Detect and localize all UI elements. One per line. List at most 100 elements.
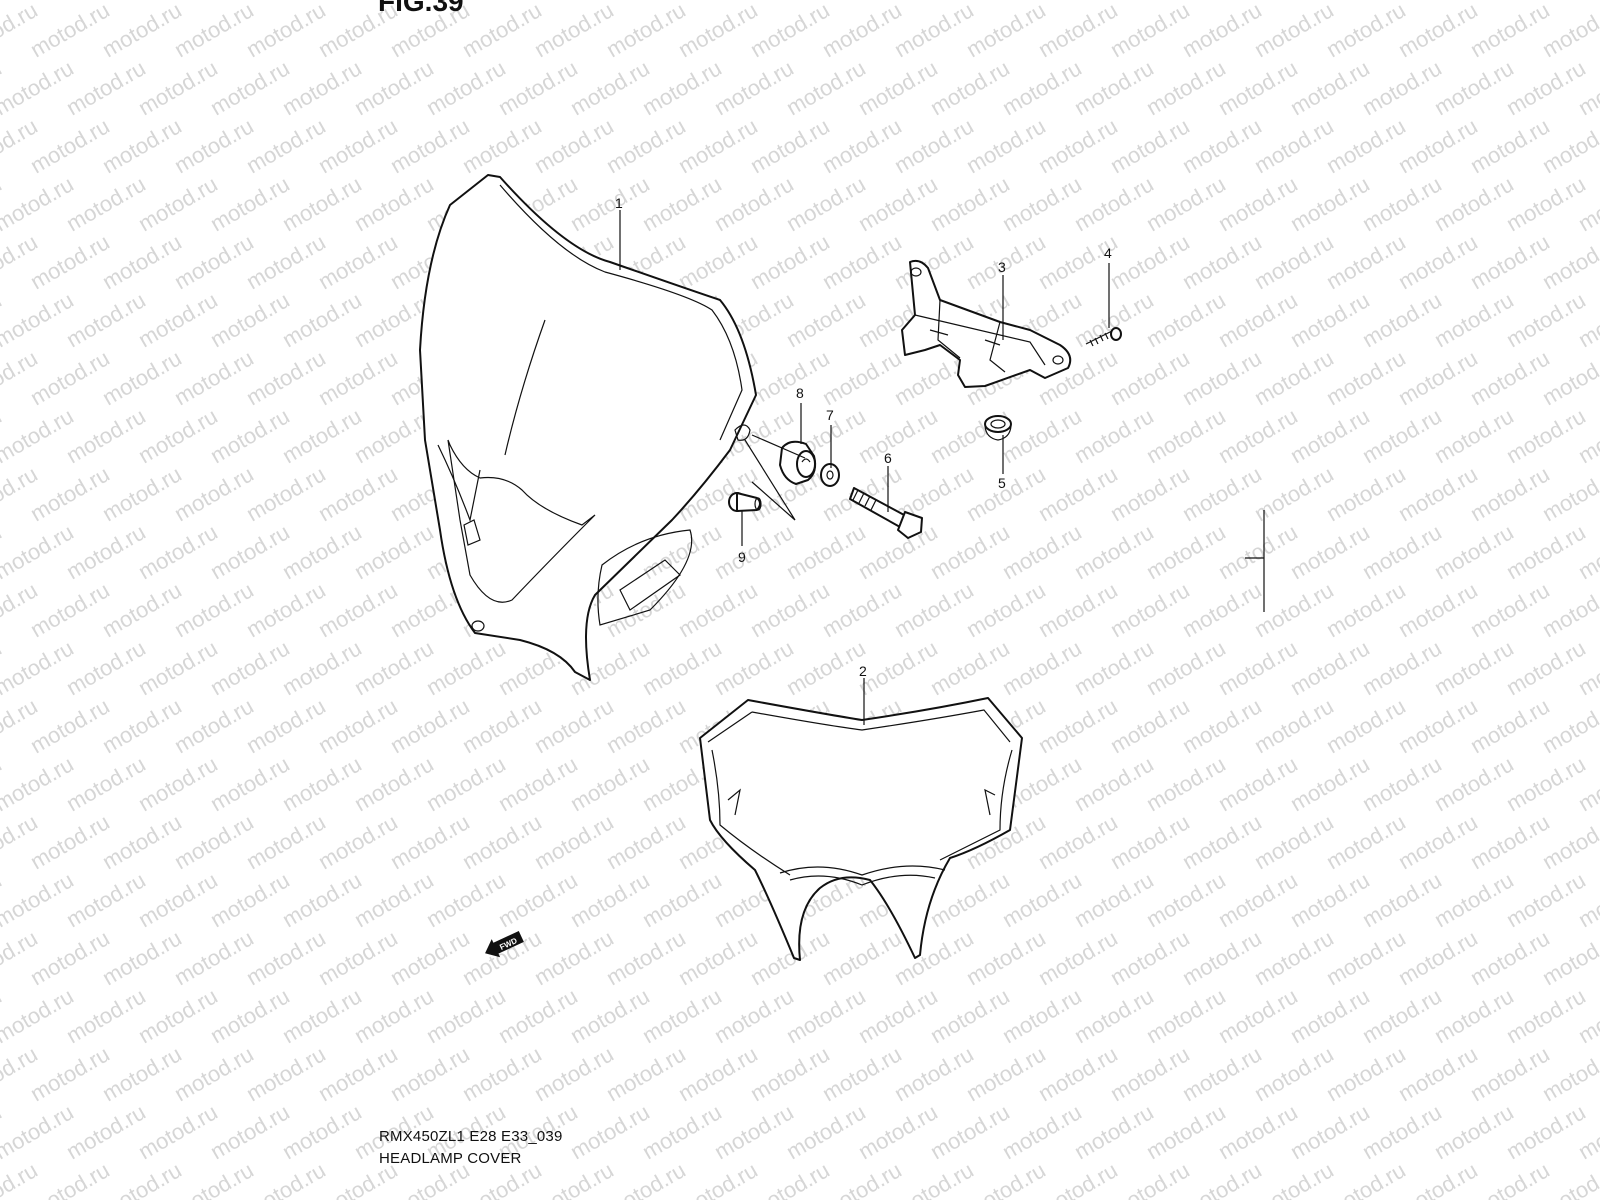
watermark-text: motod.ru — [710, 55, 798, 120]
watermark-text: motod.ru — [242, 925, 330, 990]
watermark-text: motod.ru — [1430, 635, 1518, 700]
watermark-text: motod.ru — [1250, 1041, 1338, 1106]
watermark-text: motod.ru — [1250, 693, 1338, 758]
watermark-text: motod.ru — [134, 635, 222, 700]
watermark-text: motod.ru — [1034, 0, 1122, 62]
watermark-text: motod.ru — [1286, 55, 1374, 120]
watermark-text: motod.ru — [710, 983, 798, 1048]
watermark-text: motod.ru — [278, 403, 366, 468]
watermark-text: motod.ru — [98, 925, 186, 990]
watermark-text: motod.ru — [1106, 577, 1194, 642]
watermark-text: motod.ru — [1142, 403, 1230, 468]
watermark-text: motod.ru — [1070, 171, 1158, 236]
watermark-text: motod.ru — [710, 171, 798, 236]
watermark-text: motod.ru — [1214, 403, 1302, 468]
watermark-text: motod.ru — [1142, 287, 1230, 352]
watermark-text: motod.ru — [242, 113, 330, 178]
watermark-text: motod.ru — [278, 519, 366, 584]
watermark-text: motod.ru — [1466, 345, 1554, 410]
watermark-text: motod.ru — [350, 983, 438, 1048]
watermark-text: motod.ru — [1430, 751, 1518, 816]
watermark-text: motod.ru — [206, 1099, 294, 1164]
watermark-text: motod.ru — [1178, 925, 1266, 990]
watermark-text: motod.ru — [314, 345, 402, 410]
watermark-text: motod.ru — [926, 1099, 1014, 1164]
watermark-text: motod.ru — [1286, 0, 1374, 4]
watermark-text: motod.ru — [62, 0, 150, 4]
watermark-text: motod.ru — [998, 635, 1086, 700]
watermark-text: motod.ru — [638, 983, 726, 1048]
watermark-text: motod.ru — [1358, 635, 1446, 700]
callout-2: 2 — [859, 663, 867, 679]
watermark-text: motod.ru — [1106, 809, 1194, 874]
watermark-text: motod.ru — [890, 577, 978, 642]
watermark-text: motod.ru — [1394, 693, 1482, 758]
watermark-text: motod.ru — [782, 287, 870, 352]
watermark-text: motod.ru — [1214, 983, 1302, 1048]
watermark-text: motod.ru — [170, 345, 258, 410]
watermark-text: motod.ru — [170, 693, 258, 758]
watermark-text: motod.ru — [1502, 403, 1590, 468]
watermark-text: motod.ru — [1358, 1099, 1446, 1164]
watermark-text: motod.ru — [1394, 0, 1482, 62]
watermark-text: motod.ru — [1538, 809, 1600, 874]
watermark-text: motod.ru — [746, 345, 834, 410]
part-8-rubber-damper — [779, 440, 817, 485]
watermark-text: motod.ru — [1178, 345, 1266, 410]
watermark-text: motod.ru — [1070, 1099, 1158, 1164]
watermark-text: motod.ru — [602, 809, 690, 874]
watermark-text: motod.ru — [602, 693, 690, 758]
watermark-text: motod.ru — [962, 577, 1050, 642]
watermark-text: motod.ru — [1466, 0, 1554, 62]
watermark-text: motod.ru — [530, 693, 618, 758]
watermark-text: motod.ru — [1106, 925, 1194, 990]
watermark-text: motod.ru — [170, 0, 258, 62]
watermark-text: motod.ru — [26, 229, 114, 294]
watermark-text: motod.ru — [1430, 171, 1518, 236]
watermark-text: motod.ru — [134, 403, 222, 468]
watermark-text: motod.ru — [1142, 751, 1230, 816]
watermark-text: motod.ru — [386, 925, 474, 990]
watermark-text: motod.ru — [1322, 229, 1410, 294]
watermark-text: motod.ru — [1322, 693, 1410, 758]
watermark-text: motod.ru — [1322, 809, 1410, 874]
watermark-text: motod.ru — [1430, 983, 1518, 1048]
watermark-text: motod.ru — [1250, 113, 1338, 178]
watermark-text: motod.ru — [314, 577, 402, 642]
watermark-text: motod.ru — [1178, 809, 1266, 874]
watermark-text: motod.ru — [1250, 0, 1338, 62]
watermark-text: motod.ru — [1286, 983, 1374, 1048]
callout-6: 6 — [884, 450, 892, 466]
watermark-text: motod.ru — [98, 577, 186, 642]
watermark-text: motod.ru — [926, 403, 1014, 468]
watermark-text: motod.ru — [26, 577, 114, 642]
watermark-text: motod.ru — [566, 983, 654, 1048]
watermark-text: motod.ru — [1142, 1099, 1230, 1164]
watermark-text: motod.ru — [62, 287, 150, 352]
watermark-text: motod.ru — [242, 461, 330, 526]
watermark-text: motod.ru — [566, 55, 654, 120]
watermark-text: motod.ru — [62, 171, 150, 236]
watermark-text: motod.ru — [170, 461, 258, 526]
watermark-text: motod.ru — [242, 1041, 330, 1106]
watermark-text: motod.ru — [1538, 925, 1600, 990]
part-2-headlamp-decal — [699, 697, 1023, 961]
watermark-text: motod.ru — [710, 519, 798, 584]
watermark-text: motod.ru — [1106, 461, 1194, 526]
watermark-text: motod.ru — [170, 925, 258, 990]
watermark-text: motod.ru — [0, 0, 78, 4]
watermark-text: motod.ru — [1430, 403, 1518, 468]
watermark-text: motod.ru — [1178, 0, 1266, 62]
watermark-text: motod.ru — [1214, 171, 1302, 236]
watermark-text: motod.ru — [1502, 867, 1590, 932]
watermark-text: motod.ru — [206, 171, 294, 236]
watermark-text: motod.ru — [134, 751, 222, 816]
watermark-text: motod.ru — [26, 1041, 114, 1106]
watermark-text: motod.ru — [1142, 519, 1230, 584]
watermark-text: motod.ru — [1466, 1041, 1554, 1106]
watermark-text: motod.ru — [1214, 751, 1302, 816]
watermark-text: motod.ru — [962, 113, 1050, 178]
watermark-text: motod.ru — [1070, 287, 1158, 352]
watermark-text: motod.ru — [674, 229, 762, 294]
watermark-text: motod.ru — [1106, 0, 1194, 62]
